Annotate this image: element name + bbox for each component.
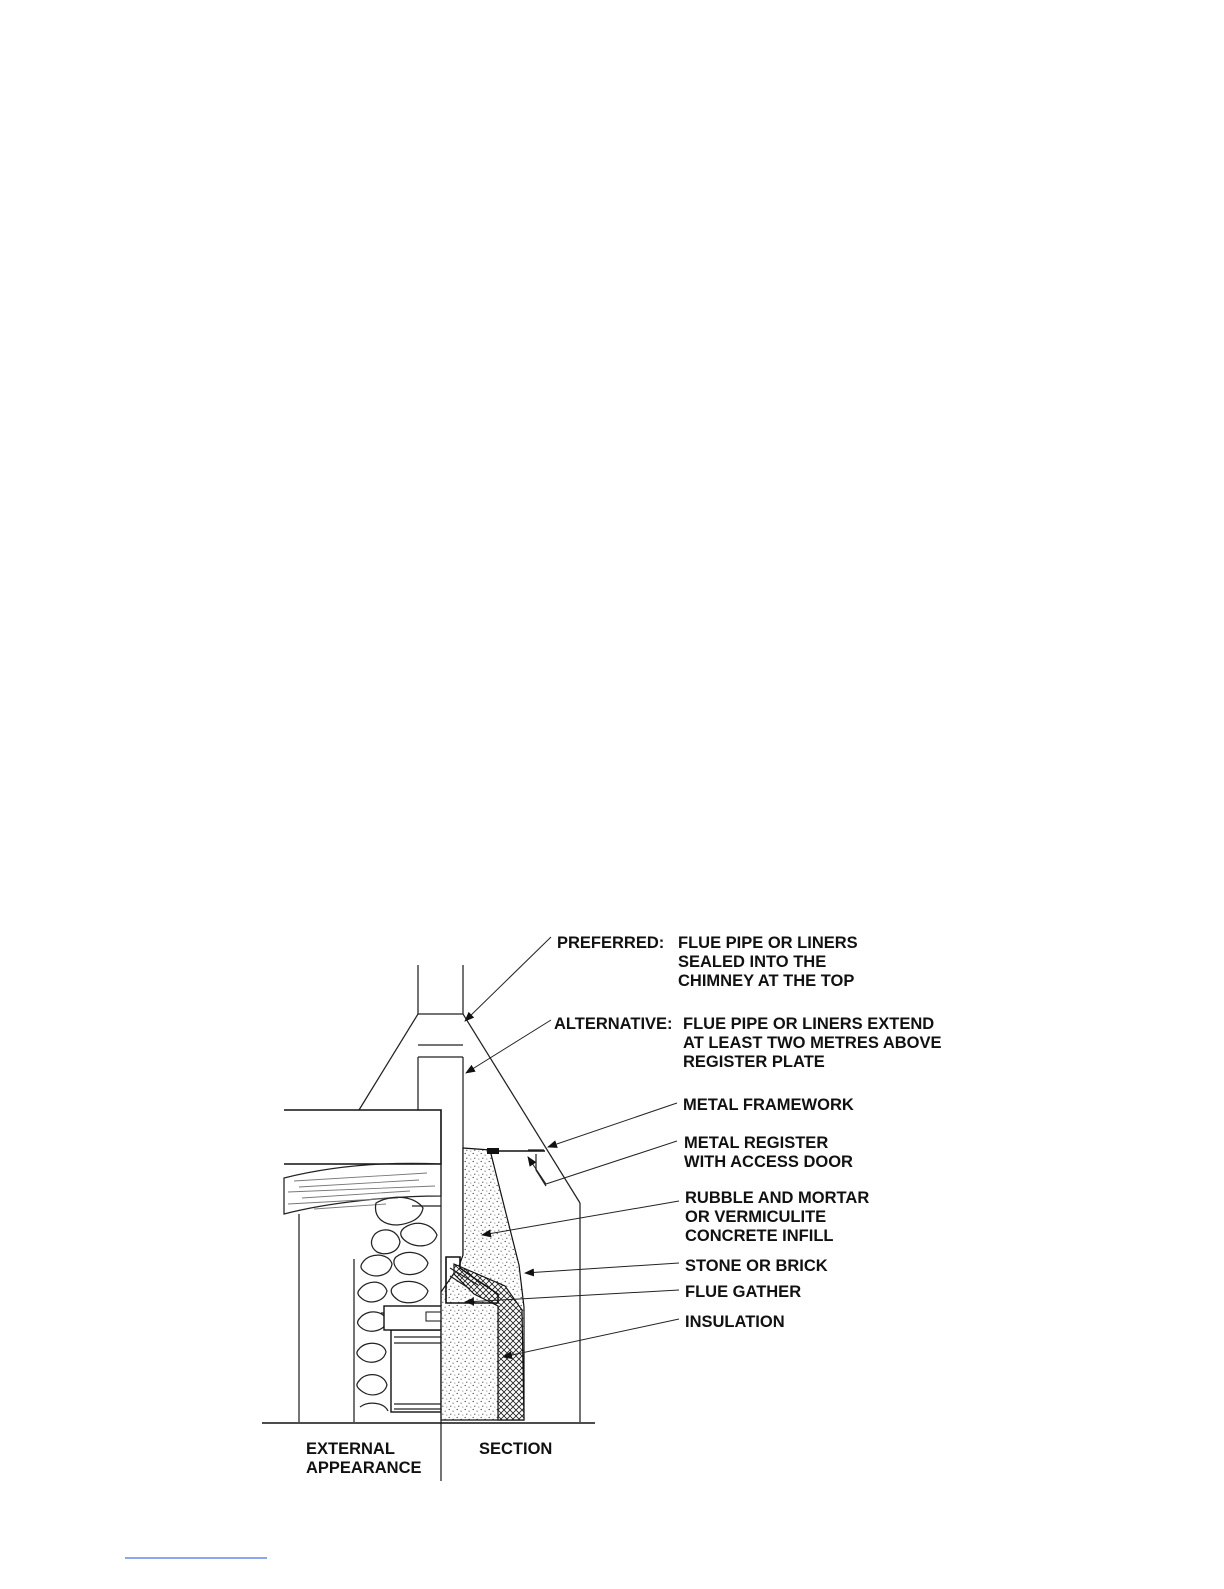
leader-rubble (481, 1200, 680, 1238)
label-external-appearance-line-1: EXTERNAL (306, 1440, 395, 1458)
leader-preferred (464, 936, 552, 1022)
label-metal-framework: METAL FRAMEWORK (683, 1096, 854, 1114)
leader-stone-brick (524, 1262, 680, 1277)
label-alternative-line-2: AT LEAST TWO METRES ABOVE (683, 1034, 942, 1052)
leader-insulation (502, 1318, 680, 1360)
chimney-breast-block (284, 1109, 442, 1165)
label-preferred-line-3: CHIMNEY AT THE TOP (678, 972, 854, 990)
label-preferred-heading: PREFERRED: (557, 934, 664, 952)
register-plate-marker (487, 1148, 499, 1154)
label-alternative-line-3: REGISTER PLATE (683, 1053, 825, 1071)
label-rubble-line-1: RUBBLE AND MORTAR (685, 1189, 869, 1207)
flue-gather-inner (449, 1267, 479, 1290)
label-preferred-line-1: FLUE PIPE OR LINERS (678, 934, 858, 952)
leader-metal-framework (547, 1102, 678, 1148)
leader-metal-register (527, 1140, 678, 1185)
label-metal-register-line-2: WITH ACCESS DOOR (684, 1153, 853, 1171)
flue-gather-shape (445, 1256, 499, 1304)
label-rubble-line-2: OR VERMICULITE (685, 1208, 826, 1226)
label-stone-or-brick: STONE OR BRICK (685, 1257, 828, 1275)
label-insulation: INSULATION (685, 1313, 785, 1331)
label-rubble-line-3: CONCRETE INFILL (685, 1227, 834, 1245)
label-alternative-heading: ALTERNATIVE: (554, 1015, 673, 1033)
chimney-left-slope (358, 1013, 419, 1111)
chimney-right-slope (462, 1013, 581, 1204)
label-section: SECTION (479, 1440, 552, 1458)
insulation-crosshatch (453, 1263, 525, 1421)
label-flue-gather: FLUE GATHER (685, 1283, 801, 1301)
leader-flue-gather (464, 1289, 680, 1306)
leader-alternative (465, 1019, 552, 1074)
label-preferred-line-2: SEALED INTO THE (678, 953, 826, 971)
label-external-appearance-line-2: APPEARANCE (306, 1459, 422, 1477)
label-alternative-line-1: FLUE PIPE OR LINERS EXTEND (683, 1015, 934, 1033)
flue-pipe-top (417, 965, 464, 1046)
label-metal-register-line-1: METAL REGISTER (684, 1134, 828, 1152)
